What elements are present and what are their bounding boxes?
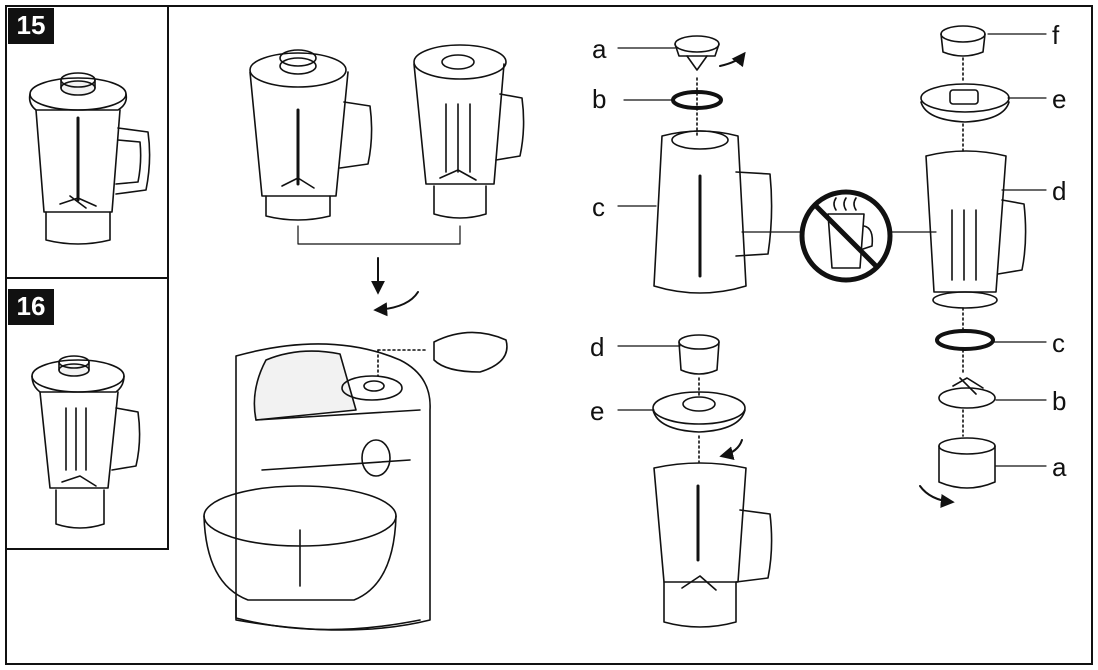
part-label-e-right: e [1052, 84, 1067, 114]
steps-divider [5, 277, 169, 279]
step15-blender-illustration [28, 72, 151, 245]
part-label-c: c [592, 192, 605, 222]
exploded-assembly-right [919, 25, 1047, 508]
part-label-a: a [592, 34, 607, 64]
no-hot-liquids-icon [741, 189, 937, 283]
exploded-assembly-top [617, 35, 773, 294]
part-label-b: b [592, 84, 607, 114]
part-label-d-right: d [1052, 176, 1067, 206]
step-16-badge: 16 [8, 289, 54, 325]
part-label-c-right: c [1052, 328, 1065, 358]
exploded-assembly-middle [617, 334, 773, 628]
stand-mixer-illustration [203, 331, 508, 631]
part-label-f: f [1052, 20, 1060, 50]
part-label-d: d [590, 332, 605, 362]
step-15-badge: 15 [8, 8, 54, 44]
part-label-a-right: a [1052, 452, 1067, 482]
jug-pair-illustration [249, 44, 525, 317]
part-label-e: e [590, 396, 605, 426]
outer-frame [5, 5, 1093, 665]
part-label-b-right: b [1052, 386, 1067, 416]
step16-blender-illustration [31, 355, 141, 529]
